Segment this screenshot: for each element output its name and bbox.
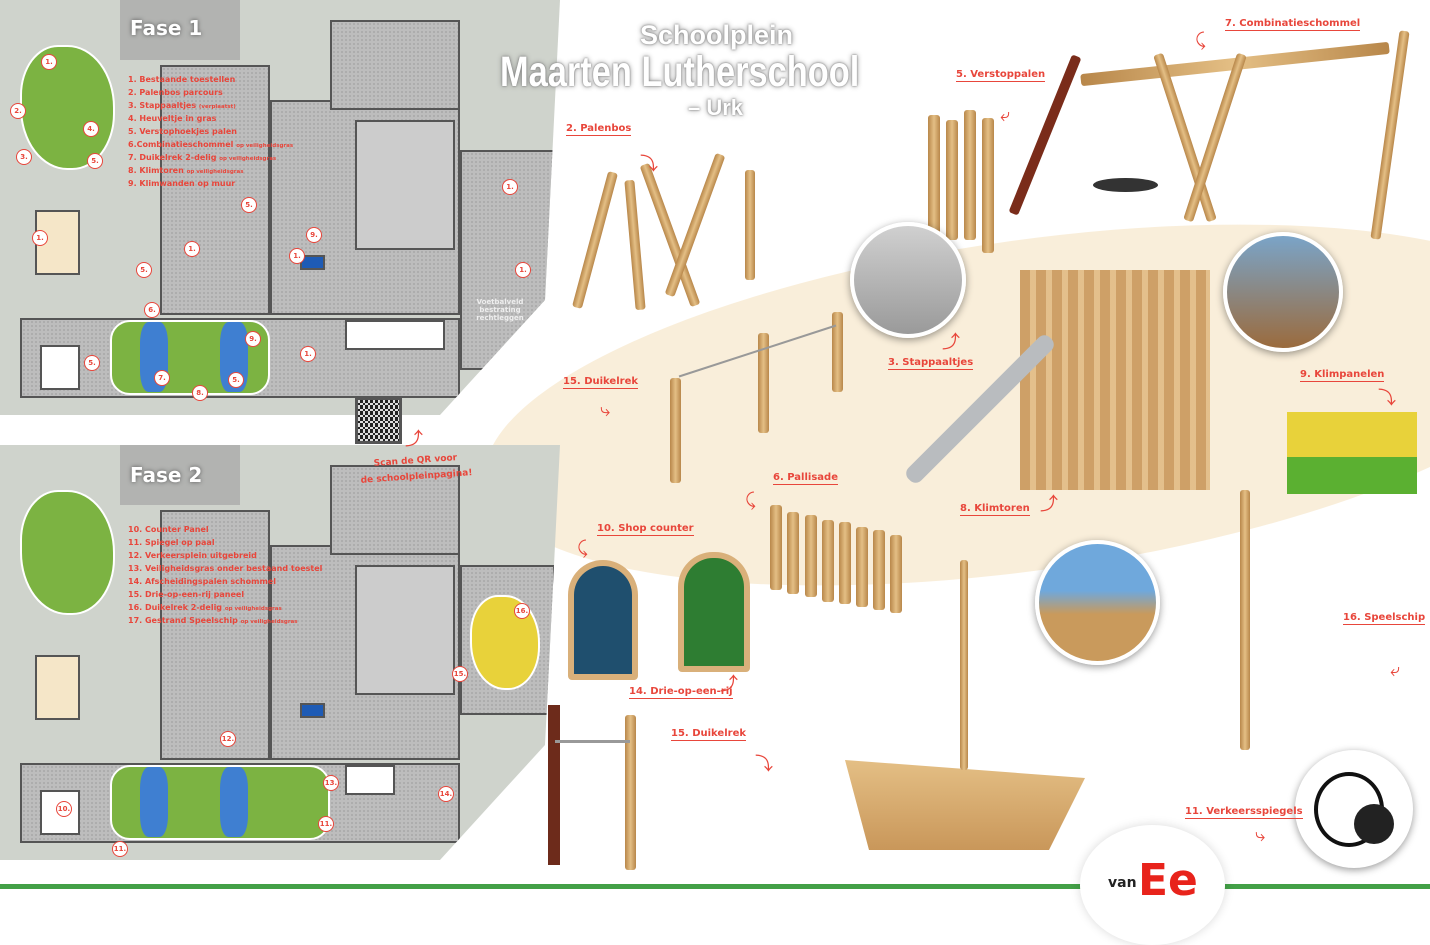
- map-marker: 1.: [300, 346, 316, 362]
- arrow-icon: ⤵: [755, 754, 773, 775]
- label-shop-counter: 10. Shop counter: [597, 523, 694, 536]
- label-klimtoren: 8. Klimtoren: [960, 503, 1030, 516]
- map-marker: 7.: [154, 370, 170, 386]
- drie-op-een-rij-illustration: [678, 552, 750, 672]
- fase1-legend: 1. Bestaande toestellen 2. Palenbos parc…: [128, 75, 294, 188]
- label-stappaaltjes: 3. Stappaaltjes: [888, 357, 974, 370]
- label-combinatieschommel: 7. Combinatieschommel: [1225, 18, 1361, 31]
- arrow-icon: ⤶: [1390, 660, 1401, 681]
- arrow-icon: ⤷: [1255, 825, 1266, 846]
- qr-code[interactable]: [355, 397, 402, 444]
- map-marker: 6.: [144, 302, 160, 318]
- arrow-icon: ⤴: [405, 429, 423, 450]
- map-marker: 1.: [32, 230, 48, 246]
- map-marker: 1.: [289, 248, 305, 264]
- label-duikelrek: 15. Duikelrek: [563, 376, 638, 389]
- map-marker: 10.: [56, 801, 72, 817]
- map-marker: 1.: [41, 54, 57, 70]
- map-marker: 9.: [306, 227, 322, 243]
- title-line3: – Urk: [688, 95, 744, 120]
- label-palenbos: 2. Palenbos: [566, 123, 632, 136]
- title-line2: Maarten Lutherschool: [500, 48, 860, 96]
- map-marker: 1.: [515, 262, 531, 278]
- map-marker: 14.: [438, 786, 454, 802]
- label-verkeersspiegels: 11. Verkeersspiegels: [1185, 806, 1303, 819]
- map-marker: 3.: [16, 149, 32, 165]
- arrow-icon: ⤹: [1195, 30, 1206, 51]
- map-marker: 1.: [502, 179, 518, 195]
- map-marker: 5.: [87, 153, 103, 169]
- arrow-icon: ⤹: [745, 490, 756, 511]
- map-note: Voetbalveld bestrating rechtleggen: [476, 298, 524, 322]
- arrow-icon: ⤶: [1000, 105, 1011, 126]
- map-marker: 12.: [220, 731, 236, 747]
- map-marker: 15.: [452, 666, 468, 682]
- map-marker: 8.: [192, 385, 208, 401]
- map-marker: 4.: [83, 121, 99, 137]
- fase2-legend: 10. Counter Panel 11. Spiegel op paal 12…: [128, 525, 323, 625]
- map-marker: 5.: [241, 197, 257, 213]
- brand-logo: van Ee: [1080, 825, 1225, 945]
- label-klimpanelen: 9. Klimpanelen: [1300, 369, 1385, 382]
- fase1-heading: Fase 1: [130, 16, 203, 40]
- map-marker: 1.: [184, 241, 200, 257]
- speelschip-photo: [1035, 540, 1160, 665]
- shop-counter-illustration: [568, 560, 638, 680]
- map-marker: 11.: [318, 816, 334, 832]
- fase1-map: [0, 0, 560, 415]
- map-marker: 16.: [514, 603, 530, 619]
- label-speelschip: 16. Speelschip: [1343, 612, 1426, 625]
- grass-border: [0, 884, 1430, 889]
- fase2-heading: Fase 2: [130, 463, 203, 487]
- arrow-icon: ⤵: [640, 154, 658, 175]
- map-marker: 5.: [136, 262, 152, 278]
- klimpaneel-illustration: [1287, 412, 1417, 494]
- arrow-icon: ⤷: [600, 400, 611, 421]
- label-verstoppalen: 5. Verstoppalen: [956, 69, 1046, 82]
- map-marker: 2.: [10, 103, 26, 119]
- arrow-icon: ⤹: [577, 538, 588, 559]
- title-line1: Schoolplein: [640, 20, 794, 50]
- map-marker: 11.: [112, 841, 128, 857]
- arrow-icon: ⤵: [1378, 388, 1396, 409]
- map-marker: 9.: [245, 331, 261, 347]
- map-marker: 13.: [323, 775, 339, 791]
- verkeersspiegel-photo: [1295, 750, 1413, 868]
- arrow-icon: ⤴: [720, 674, 738, 695]
- map-marker: 5.: [228, 372, 244, 388]
- label-duikelrek-2: 15. Duikelrek: [671, 728, 746, 741]
- klimtoren-photo: [1223, 232, 1343, 352]
- map-marker: 5.: [84, 355, 100, 371]
- label-drie-op-een-rij: 14. Drie-op-een-rij: [629, 686, 733, 699]
- stappaaltjes-photo: [850, 222, 966, 338]
- fase2-map: [0, 445, 560, 860]
- label-pallisade: 6. Pallisade: [773, 472, 838, 485]
- arrow-icon: ⤴: [1040, 494, 1058, 515]
- arrow-icon: ⤴: [942, 332, 960, 353]
